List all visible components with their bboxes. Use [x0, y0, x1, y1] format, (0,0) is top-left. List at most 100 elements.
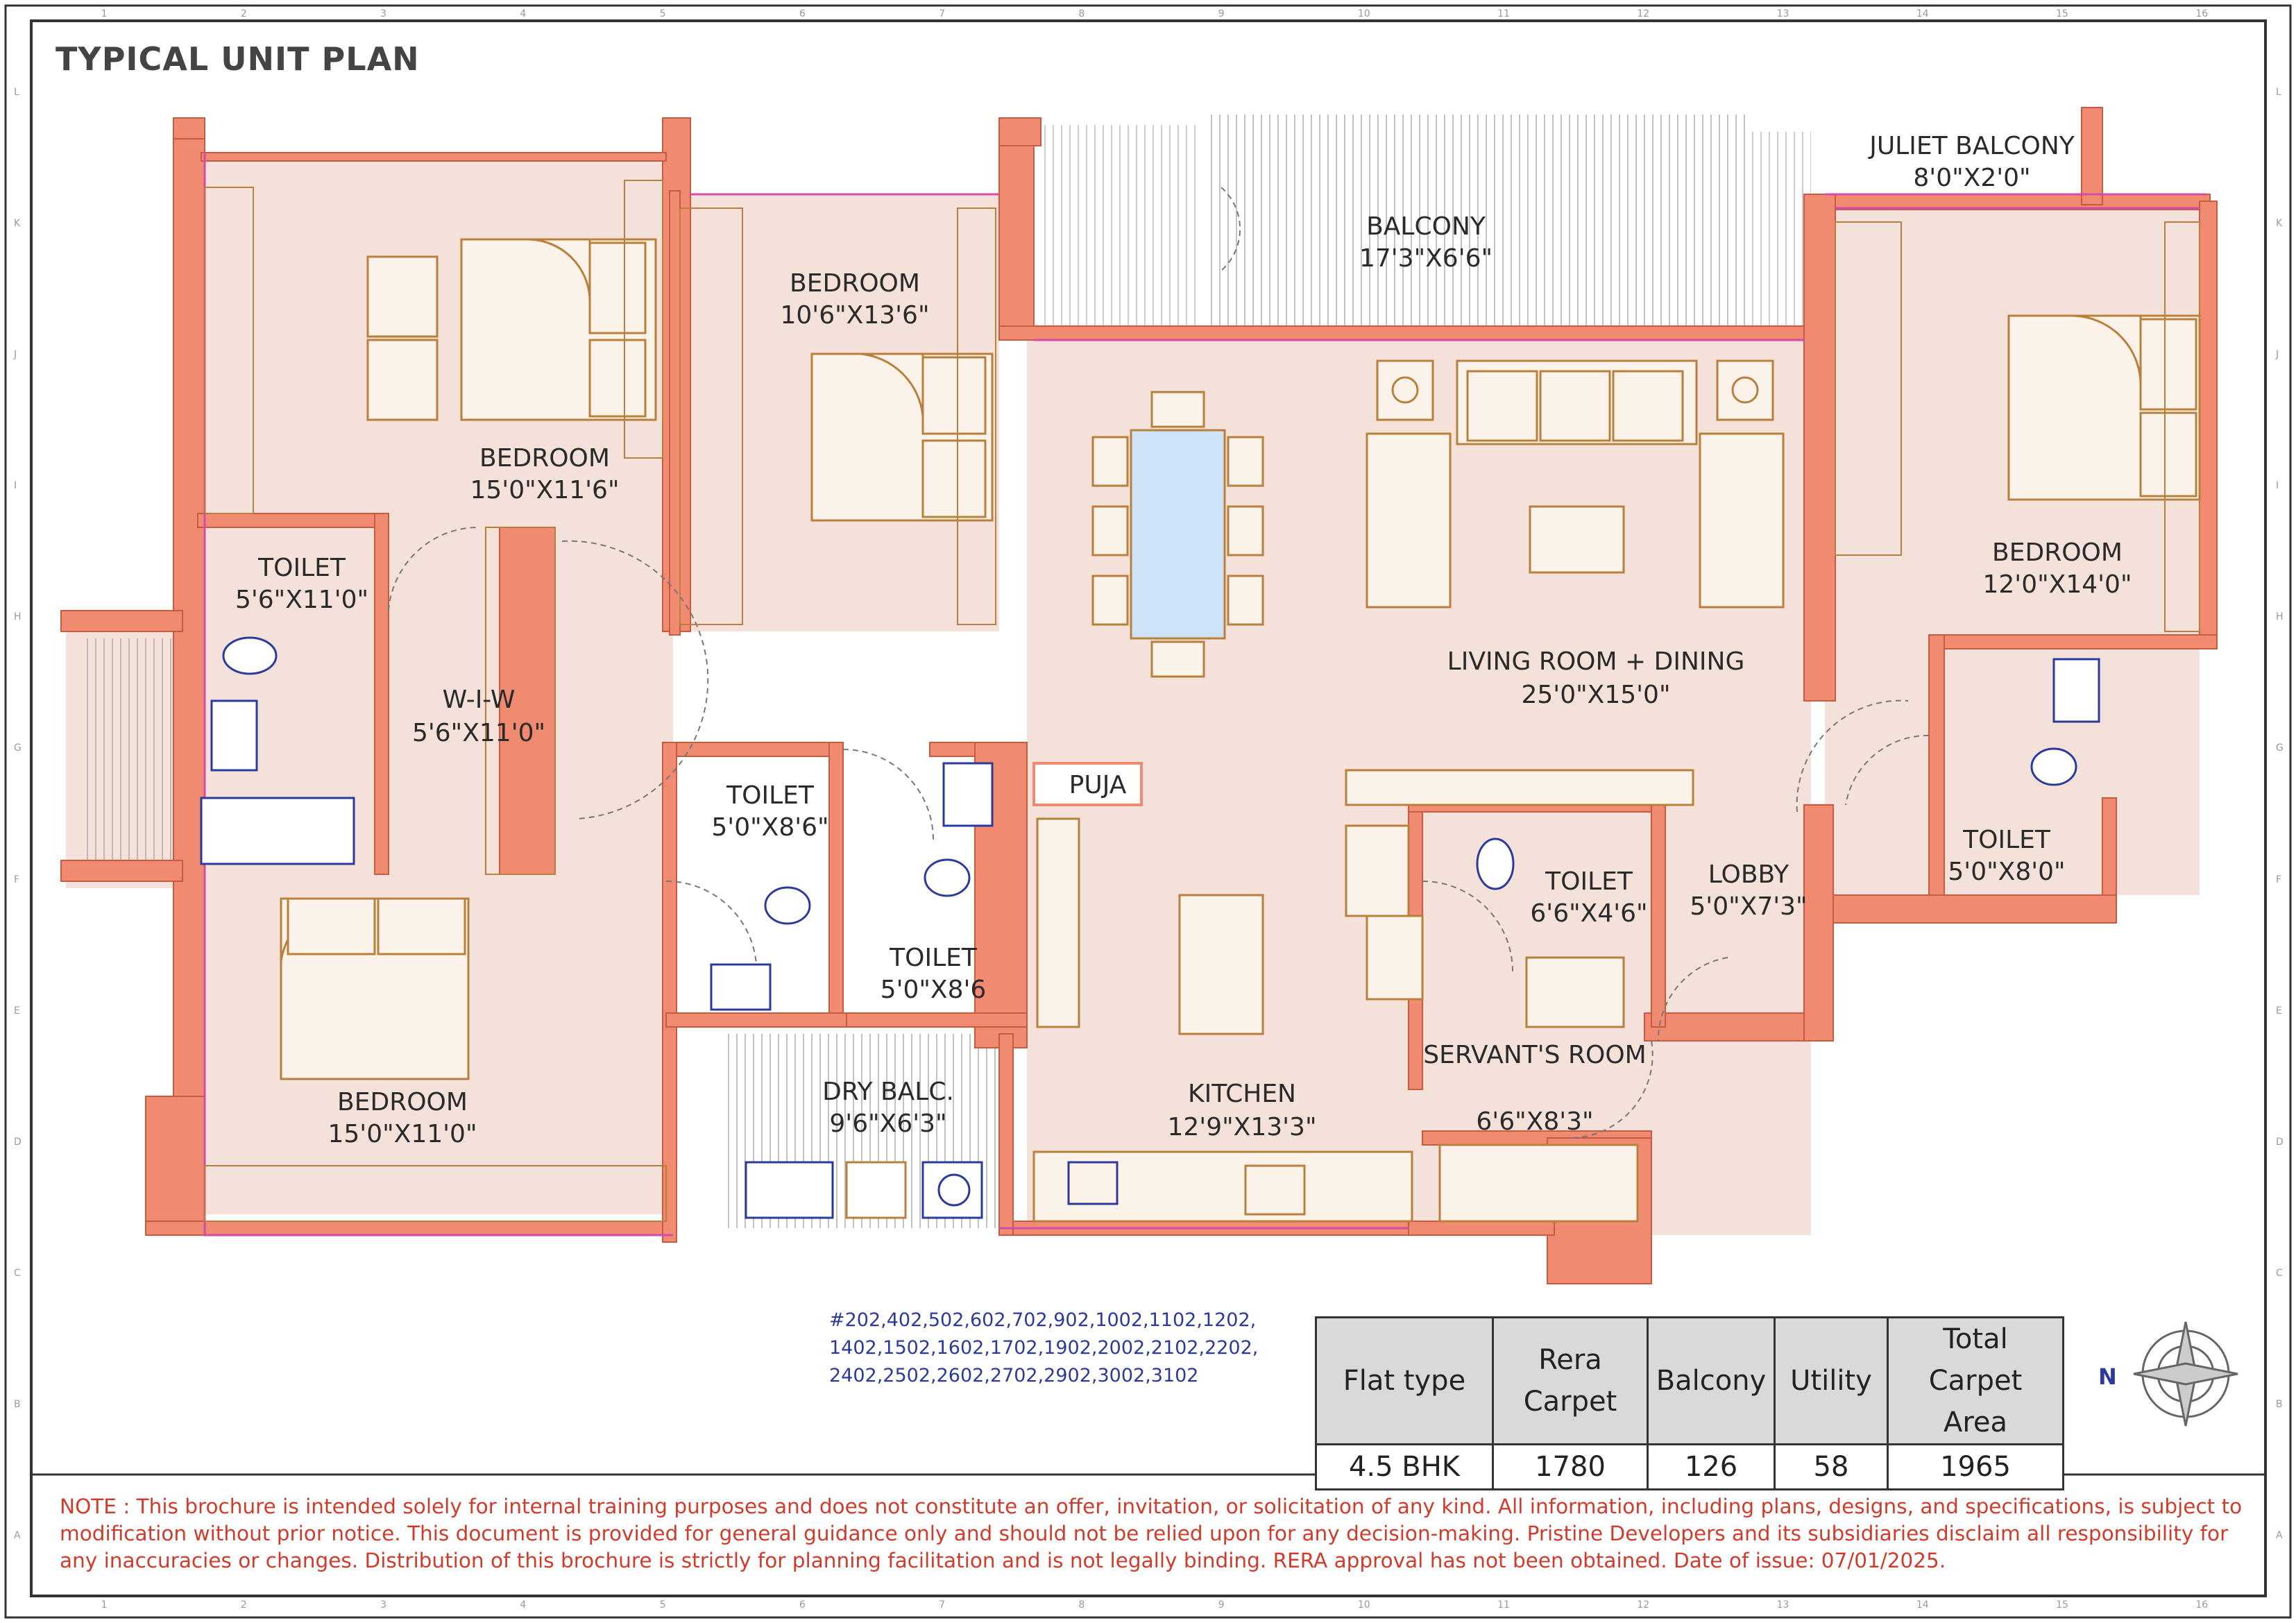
grid-row-label: C — [2276, 1268, 2283, 1280]
grid-col-label: 9 — [1218, 8, 1225, 19]
label-bedroom-2: BEDROOM — [790, 269, 920, 298]
value-balcony: 126 — [1647, 1443, 1776, 1490]
grid-col-label: 12 — [1637, 1599, 1650, 1611]
size-balcony: 17'3"X6'6" — [1359, 244, 1493, 273]
grid-row-label: C — [14, 1268, 21, 1280]
grid-col-label: 3 — [380, 1599, 387, 1611]
grid-row-label: L — [14, 86, 19, 98]
grid-row-label: H — [14, 611, 22, 623]
grid-col-label: 8 — [1078, 1599, 1085, 1611]
grid-row-label: I — [14, 480, 17, 492]
grid-col-label: 15 — [2056, 8, 2068, 19]
side-balcony-floor — [80, 638, 177, 860]
grid-row-label: B — [2276, 1399, 2283, 1411]
size-toilet-2: 5'0"X8'6" — [711, 813, 828, 842]
grid-row-label: F — [2276, 874, 2282, 885]
grid-col-label: 1 — [101, 8, 108, 19]
living-sofa-set — [1366, 359, 1785, 609]
header-rera-carpet: Rera Carpet — [1492, 1316, 1649, 1445]
label-kitchen: KITCHEN — [1188, 1080, 1296, 1108]
grid-row-label: A — [2276, 1530, 2283, 1542]
grid-col-label: 7 — [939, 8, 946, 19]
grid-col-label: 14 — [1916, 8, 1929, 19]
grid-row-label: B — [14, 1399, 21, 1411]
label-toilet-3: TOILET — [889, 944, 978, 972]
label-bedroom-4: BEDROOM — [337, 1088, 468, 1116]
grid-col-label: 16 — [2195, 8, 2209, 19]
label-servants-room: SERVANT'S ROOM — [1423, 1041, 1646, 1069]
grid-col-label: 4 — [520, 1599, 527, 1611]
size-lobby: 5'0"X7'3" — [1690, 892, 1807, 921]
header-total-carpet-area: Total Carpet Area — [1887, 1316, 2064, 1445]
size-servants-room: 6'6"X8'3" — [1476, 1107, 1593, 1136]
grid-col-label: 13 — [1776, 8, 1789, 19]
header-flat-type: Flat type — [1315, 1316, 1494, 1445]
grid-col-label: 14 — [1916, 1599, 1929, 1611]
grid-col-label: 1 — [101, 1599, 108, 1611]
bed-bedroom-2 — [810, 352, 994, 522]
area-table: Flat type Rera Carpet Balcony Utility To… — [1315, 1316, 2064, 1490]
grid-col-label: 13 — [1776, 1599, 1789, 1611]
grid-col-label: 4 — [520, 8, 527, 19]
grid-col-label: 11 — [1497, 8, 1510, 19]
size-bedroom-4: 15'0"X11'0" — [328, 1120, 477, 1148]
label-toilet-2: TOILET — [726, 781, 815, 810]
label-dry-balcony: DRY BALC. — [822, 1078, 954, 1106]
grid-col-label: 2 — [240, 8, 247, 19]
duct-left — [1037, 125, 1197, 326]
value-total-carpet-area: 1965 — [1887, 1443, 2064, 1490]
disclaimer-note: NOTE : This brochure is intended solely … — [60, 1495, 2243, 1572]
value-utility: 58 — [1774, 1443, 1889, 1490]
grid-col-label: 15 — [2056, 1599, 2068, 1611]
grid-col-label: 7 — [939, 1599, 946, 1611]
header-utility: Utility — [1774, 1316, 1889, 1445]
grid-col-label: 6 — [799, 8, 806, 19]
size-toilet-4: 6'6"X4'6" — [1530, 899, 1647, 928]
dining-table — [1091, 391, 1264, 678]
label-toilet-1: TOILET — [257, 554, 346, 582]
flat-numbers: #202,402,502,602,702,902,1002,1102,1202,… — [829, 1309, 1259, 1386]
grid-row-label: K — [14, 217, 21, 229]
size-dry-balcony: 9'6"X6'3" — [829, 1110, 946, 1138]
label-juliet-balcony: JULIET BALCONY — [1868, 132, 2075, 160]
compass-north-label: N — [2098, 1363, 2117, 1390]
grid-col-label: 16 — [2195, 1599, 2209, 1611]
label-toilet-4: TOILET — [1545, 867, 1633, 896]
sheet-inner-border — [30, 19, 2267, 1597]
grid-row-label: I — [2276, 480, 2279, 492]
grid-row-label: J — [2276, 348, 2279, 360]
header-balcony: Balcony — [1647, 1316, 1776, 1445]
grid-row-label: E — [14, 1005, 20, 1017]
value-rera-carpet: 1780 — [1492, 1443, 1649, 1490]
grid-col-label: 3 — [380, 8, 387, 19]
bed-bedroom-3 — [2007, 314, 2201, 501]
balcony-floor — [1207, 114, 1749, 337]
wardrobes — [204, 180, 2200, 1222]
duct-right — [1749, 132, 1811, 326]
label-lobby: LOBBY — [1708, 860, 1790, 889]
page-title: TYPICAL UNIT PLAN — [56, 40, 420, 78]
grid-row-label: E — [2276, 1005, 2282, 1017]
puja-box — [1032, 762, 1143, 806]
grid-col-label: 12 — [1637, 8, 1650, 19]
value-flat-type: 4.5 BHK — [1315, 1443, 1494, 1490]
label-walk-in-wardrobe: W-I-W — [443, 686, 516, 714]
room-labels: BEDROOM 15'0"X11'6" BEDROOM 10'6"X13'6" … — [235, 132, 2132, 1148]
label-balcony: BALCONY — [1366, 212, 1486, 241]
size-living-dining: 25'0"X15'0" — [1522, 681, 1671, 709]
bed-bedroom-1 — [366, 238, 657, 421]
grid-row-label: F — [14, 874, 20, 885]
grid-row-label: H — [2276, 611, 2284, 623]
grid-row-label: K — [2276, 217, 2283, 229]
size-kitchen: 12'9"X13'3" — [1168, 1113, 1317, 1141]
door-swings — [388, 187, 1930, 1139]
label-toilet-5: TOILET — [1962, 826, 2051, 854]
size-toilet-3: 5'0"X8'6 — [881, 976, 987, 1004]
size-bedroom-3: 12'0"X14'0" — [1983, 570, 2132, 599]
grid-col-label: 6 — [799, 1599, 806, 1611]
label-bedroom-3: BEDROOM — [1992, 538, 2123, 567]
bed-bedroom-4 — [280, 897, 470, 1080]
grid-col-label: 5 — [659, 1599, 666, 1611]
size-toilet-1: 5'6"X11'0" — [235, 586, 368, 614]
